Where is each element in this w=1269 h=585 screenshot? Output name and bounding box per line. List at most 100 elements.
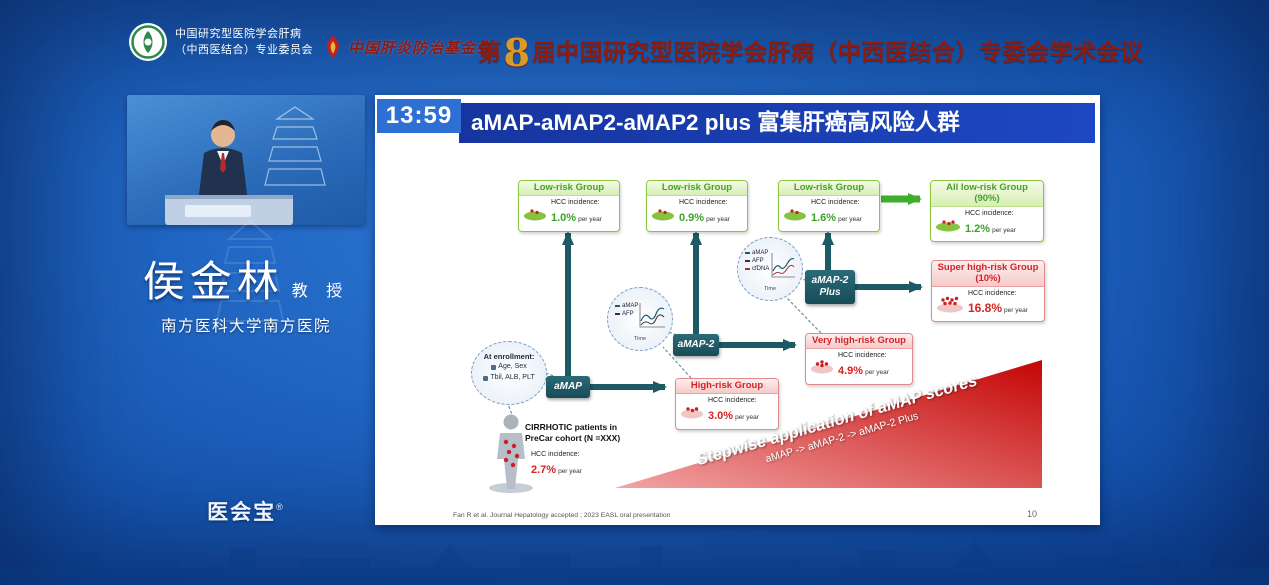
chart-xlabel: Time [763, 286, 777, 292]
chart-label-amap: aMAP [622, 303, 639, 309]
incidence-value: 0.9% [679, 212, 705, 225]
pagoda-backdrop-icon [264, 106, 326, 186]
low-risk-group-box-1: Low-risk Group HCC incidence: 1.0%per ye… [518, 180, 620, 232]
population-mound-icon [936, 220, 960, 232]
incidence-unit: per year [735, 414, 759, 422]
conference-title-number: 8 [503, 30, 531, 75]
enrollment-line1: Age, Sex [498, 363, 527, 371]
enrollment-line2: Tbil, ALB, PLT [490, 373, 535, 381]
stepwise-triangle [615, 360, 1042, 488]
speaker-institution: 南方医科大学南方医院 [160, 318, 331, 335]
population-mound-icon [811, 360, 833, 374]
afp-line-icon [745, 260, 750, 262]
conference-title-suffix: 届中国研究型医院学会肝病（中西医结合）专委会学术会议 [532, 39, 1144, 65]
incidence-value: 3.0% [708, 410, 734, 423]
incidence-unit: per year [558, 468, 582, 476]
population-crowd-icon [937, 296, 963, 313]
amap-afp-cfdna-monitor-circle: aMAP AFP cfDNA Time [737, 237, 803, 301]
chart-label-cfdna: cfDNA [752, 266, 770, 272]
super-high-risk-group-box: Super high-risk Group (10%) HCC incidenc… [931, 260, 1045, 323]
speaker-name: 侯金林 [142, 257, 284, 306]
slide-title: aMAP-aMAP2-aMAP2 plus 富集肝癌高风险人群 [459, 103, 1095, 143]
conference-title: 第8届中国研究型医院学会肝病（中西医结合）专委会学术会议 [478, 30, 1143, 75]
chart-label-amap: aMAP [752, 250, 769, 256]
group-share: (10%) [975, 272, 1001, 284]
incidence-value: 1.6% [811, 212, 837, 225]
group-title: Low-risk Group [647, 181, 747, 196]
amap2-node: aMAP-2 [673, 334, 719, 356]
org-name-line1: 中国研究型医院学会肝病 [175, 27, 302, 40]
chart-label-afp: AFP [622, 311, 634, 317]
page-number: 10 [1027, 509, 1038, 519]
group-title: Low-risk Group [779, 181, 879, 196]
speaker-video[interactable] [127, 95, 365, 225]
skyline-decoration [0, 540, 1269, 585]
incidence-unit: per year [838, 216, 862, 224]
platform-logo: 医会宝® [125, 496, 367, 526]
amap-afp-monitor-circle: aMAP AFP Time [607, 287, 673, 351]
population-mound-icon [524, 209, 546, 221]
speaker-name-row: 侯金林教 授 [125, 248, 367, 309]
org-logo-block: 中国研究型医院学会肝病 （中西医结合）专业委员会 [128, 22, 313, 62]
foundation-logo-block: 中国肝炎防治基金会 [322, 34, 492, 60]
flame-icon [327, 35, 339, 59]
pagoda-watermark-icon [215, 219, 285, 322]
group-title: Super high-risk Group [937, 262, 1039, 273]
diagram-connectors [506, 193, 1042, 488]
platform-name: 医会宝 [207, 501, 277, 524]
mini-trend-plot [639, 303, 665, 328]
age-sex-icon [491, 365, 497, 370]
afp-line-icon [615, 313, 620, 315]
enrollment-title: At enrollment: [483, 352, 535, 361]
speaker-title: 教 授 [291, 283, 350, 300]
cfdna-line-icon [745, 268, 750, 270]
incidence-value: 1.0% [551, 212, 577, 225]
incidence-value: 4.9% [838, 365, 864, 378]
incidence-value: 1.2% [965, 223, 991, 236]
org-name-line2: （中西医结合）专业委员会 [175, 44, 313, 56]
low-risk-group-box-3: Low-risk Group HCC incidence: 1.6%per ye… [778, 180, 880, 232]
chart-label-afp: AFP [752, 258, 764, 264]
registered-mark: ® [276, 502, 285, 512]
population-mound-icon [681, 407, 703, 419]
mini-trend-plot [771, 253, 795, 278]
group-title: Very high-risk Group [806, 334, 912, 349]
foundation-name: 中国肝炎防治基金会 [348, 38, 493, 57]
incidence-label: HCC incidence: [551, 198, 600, 206]
incidence-label: HCC incidence: [968, 289, 1017, 297]
amap-line-icon [745, 252, 750, 254]
incidence-value: 16.8% [968, 301, 1003, 316]
cohort-line1: CIRRHOTIC patients in [525, 422, 618, 432]
incidence-label: HCC incidence: [531, 451, 580, 458]
presentation-slide: 13:59 aMAP-aMAP2-aMAP2 plus 富集肝癌高风险人群 [375, 95, 1100, 525]
incidence-label: HCC incidence: [838, 351, 887, 359]
incidence-value: 2.7% [531, 464, 557, 477]
group-share: (90%) [974, 192, 1000, 204]
conference-title-prefix: 第 [478, 39, 502, 65]
population-mound-icon [652, 209, 674, 221]
incidence-label: HCC incidence: [679, 198, 728, 206]
incidence-label: HCC incidence: [965, 209, 1014, 217]
incidence-label: HCC incidence: [708, 396, 757, 404]
speaker-video-frame [165, 106, 326, 225]
incidence-unit: per year [578, 216, 602, 224]
group-title: High-risk Group [676, 379, 778, 394]
cohort-line2: PreCar cohort (N =XXX) [525, 433, 621, 444]
incidence-unit: per year [865, 369, 889, 377]
very-high-risk-group-box: Very high-risk Group HCC incidence: 4.9%… [805, 333, 913, 385]
amap-node: aMAP [546, 376, 590, 398]
patient-silhouette-icon [489, 414, 533, 493]
population-mound-icon [784, 209, 806, 221]
high-risk-group-box: High-risk Group HCC incidence: 3.0%per y… [675, 378, 779, 430]
podium [165, 195, 293, 225]
group-title: All low-risk Group [946, 182, 1028, 193]
citation: Fan R et al. Journal Hepatology accepted… [453, 512, 671, 519]
enrollment-circle: At enrollment: Age, Sex Tbil, ALB, PLT [471, 341, 547, 405]
incidence-label: HCC incidence: [811, 198, 860, 206]
chart-xlabel: Time [633, 336, 647, 342]
low-risk-group-box-2: Low-risk Group HCC incidence: 0.9%per ye… [646, 180, 748, 232]
amap-line-icon [615, 305, 620, 307]
cirrhotic-patient-figure [487, 413, 535, 500]
org-emblem-icon [129, 23, 167, 61]
